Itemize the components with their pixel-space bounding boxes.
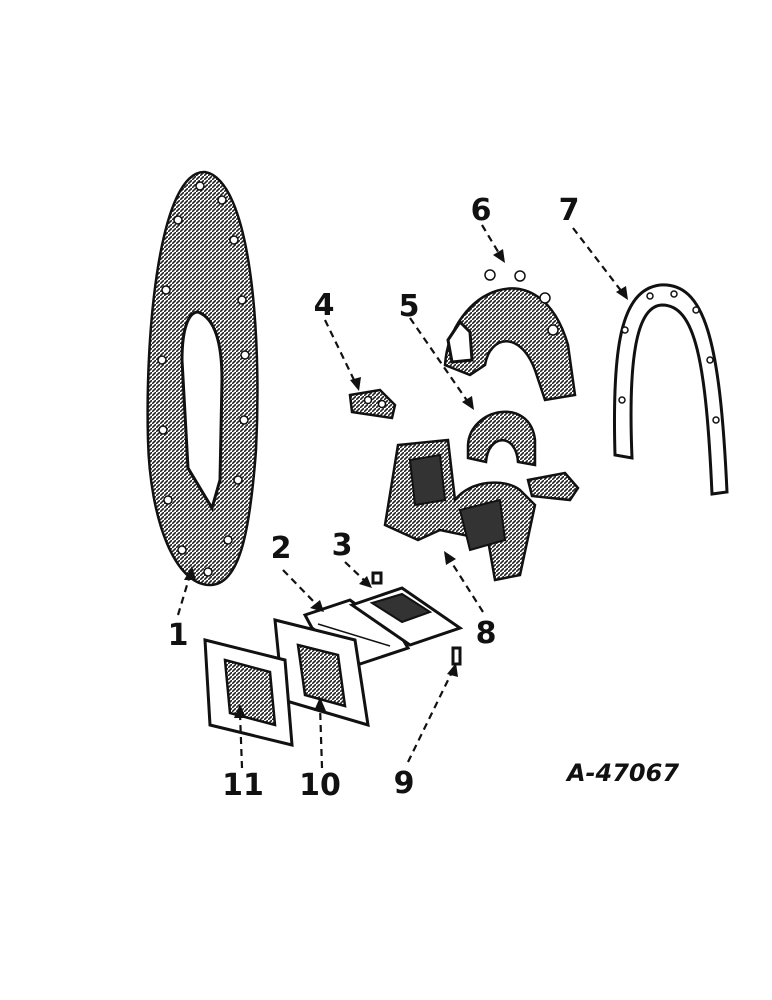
drawing-reference-number: A-47067 bbox=[565, 759, 679, 787]
part-9-pin bbox=[451, 646, 462, 666]
leader-lines bbox=[176, 224, 628, 769]
callout-1: 1 bbox=[168, 618, 189, 653]
callout-8: 8 bbox=[476, 616, 497, 651]
callout-9: 9 bbox=[394, 766, 415, 801]
callout-2: 2 bbox=[271, 531, 292, 566]
callout-5: 5 bbox=[399, 289, 420, 324]
part-7-horseshoe-gasket bbox=[612, 283, 729, 496]
part-4-small-bracket bbox=[348, 388, 397, 420]
part-5-bearing-insert bbox=[466, 410, 537, 467]
part-11-cover-plate bbox=[203, 638, 294, 747]
part-1-gasket-plate bbox=[146, 170, 259, 587]
part-6-bearing-cap bbox=[443, 269, 577, 402]
callout-7: 7 bbox=[559, 193, 580, 228]
part-10-cover-gasket bbox=[273, 618, 370, 728]
callout-3: 3 bbox=[332, 528, 353, 563]
callout-4: 4 bbox=[314, 288, 335, 323]
callout-6: 6 bbox=[471, 193, 492, 228]
part-8-bearing-housing bbox=[383, 438, 580, 582]
part-3-retainer-plate bbox=[348, 571, 464, 647]
callout-labels: 1 2 3 4 5 6 7 8 9 10 11 bbox=[168, 193, 580, 803]
callout-10: 10 bbox=[299, 768, 341, 803]
callout-11: 11 bbox=[222, 768, 264, 803]
